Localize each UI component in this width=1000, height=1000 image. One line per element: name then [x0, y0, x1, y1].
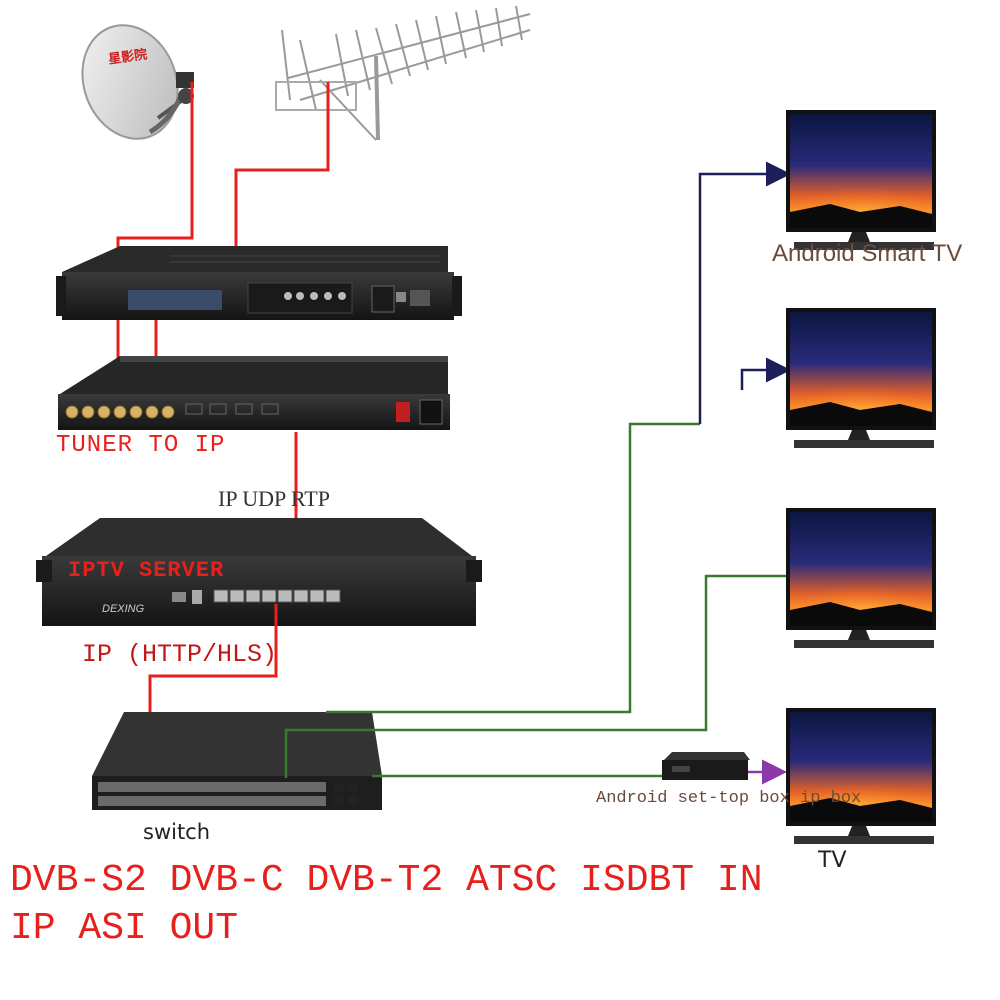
smart-tv-3: [786, 508, 936, 648]
ip-udp-rtp-label: IP UDP RTP: [218, 486, 330, 511]
tv-label: TV: [818, 848, 847, 873]
ip-http-hls-label: IP (HTTP/HLS): [82, 640, 278, 669]
satellite-dish-icon: [81, 24, 194, 140]
smart-tv-2: [786, 308, 936, 448]
headline-inputs: DVB-S2 DVB-C DVB-T2 ATSC ISDBT IN: [10, 859, 763, 902]
android-stb-label: Android set-top box ip box: [596, 789, 862, 808]
iptv-server-device: DEXING: [36, 518, 482, 626]
tuner-to-ip-device: [58, 356, 450, 430]
smart-tv-1: [786, 110, 936, 250]
tuner-to-ip-label: TUNER TO IP: [56, 432, 226, 459]
smart-tv-links: [698, 161, 791, 424]
server-brand-label: DEXING: [102, 603, 145, 615]
network-switch-device: [92, 712, 382, 810]
network-cables: [284, 422, 786, 778]
switch-label: switch: [143, 820, 211, 844]
set-top-box-device: [662, 752, 750, 780]
iptv-server-label: IPTV SERVER: [68, 558, 225, 583]
tv-4: [786, 708, 936, 844]
antenna-icon: [275, 5, 531, 141]
android-smart-tv-label: Android Smart TV: [772, 240, 963, 267]
headline-outputs: IP ASI OUT: [10, 907, 239, 950]
encoder-front-panel: [56, 246, 462, 320]
